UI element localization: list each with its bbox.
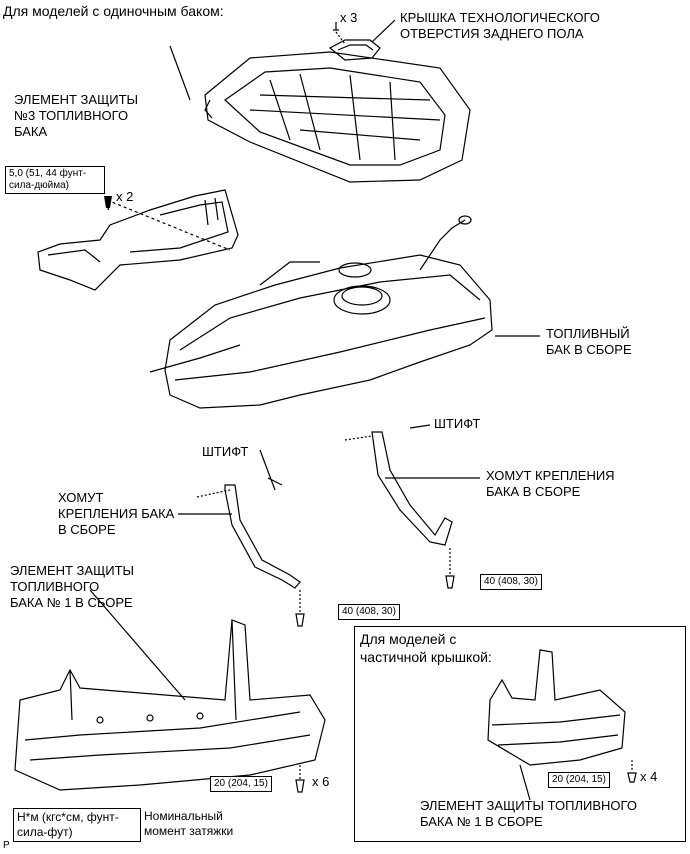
- corner-mark: P: [3, 840, 10, 851]
- torque-spec-2: 40 (408, 30): [480, 574, 542, 590]
- fuel-tank-protector-3: [37, 45, 239, 291]
- inset-title: Для моделей с частичной крышкой:: [360, 631, 492, 665]
- bolt-count-x4: x 4: [640, 769, 658, 784]
- torque-spec-5: 20 (204, 15): [548, 772, 610, 788]
- inset-fuel-tank-protector-1: [487, 649, 637, 801]
- torque-legend-description: Номинальный момент затяжки: [144, 809, 234, 838]
- protector-3-label: ЭЛЕМЕНТ ЗАЩИТЫ №3 ТОПЛИВНОГО БАКА: [14, 92, 139, 139]
- fuel-tank-label: ТОПЛИВНЫЙ БАК В СБОРЕ: [546, 326, 632, 357]
- inset-protector-label: ЭЛЕМЕНТ ЗАЩИТЫ ТОПЛИВНОГО БАКА № 1 В СБО…: [420, 798, 637, 829]
- fuel-tank-protector-1: [14, 589, 326, 793]
- fuel-tank-assembly: [149, 215, 540, 409]
- service-hole-cover: [328, 19, 396, 61]
- page-title: Для моделей с одиночным баком:: [3, 3, 224, 19]
- partial-cover-inset: [354, 626, 686, 842]
- bolt-count-x3: x 3: [340, 10, 358, 25]
- tank-band-left: [178, 449, 305, 627]
- bolt-icon: [104, 196, 112, 208]
- torque-legend-box: Н*м (кгс*см, фунт- сила-фут): [13, 808, 141, 842]
- band-label-left: ХОМУТ КРЕПЛЕНИЯ БАКА В СБОРЕ: [58, 490, 175, 537]
- service-hole-cover-label: КРЫШКА ТЕХНОЛОГИЧЕСКОГО ОТВЕРСТИЯ ЗАДНЕГ…: [400, 10, 600, 41]
- bolt-count-x2: x 2: [116, 189, 134, 204]
- bolt-count-x6: x 6: [312, 774, 330, 789]
- band-label-right: ХОМУТ КРЕПЛЕНИЯ БАКА В СБОРЕ: [486, 468, 615, 499]
- tank-band-right: [344, 424, 480, 589]
- pin-label-left: ШТИФТ: [202, 444, 249, 459]
- protector-1-label: ЭЛЕМЕНТ ЗАЩИТЫ ТОПЛИВНОГО БАКА № 1 В СБО…: [10, 563, 135, 610]
- pin-label-right: ШТИФТ: [434, 416, 481, 431]
- torque-spec-1: 5,0 (51, 44 фунт- сила-дюйма): [5, 166, 105, 194]
- torque-spec-3: 40 (408, 30): [338, 604, 400, 620]
- torque-spec-4: 20 (204, 15): [210, 776, 272, 792]
- rear-floor-panel: [204, 51, 471, 183]
